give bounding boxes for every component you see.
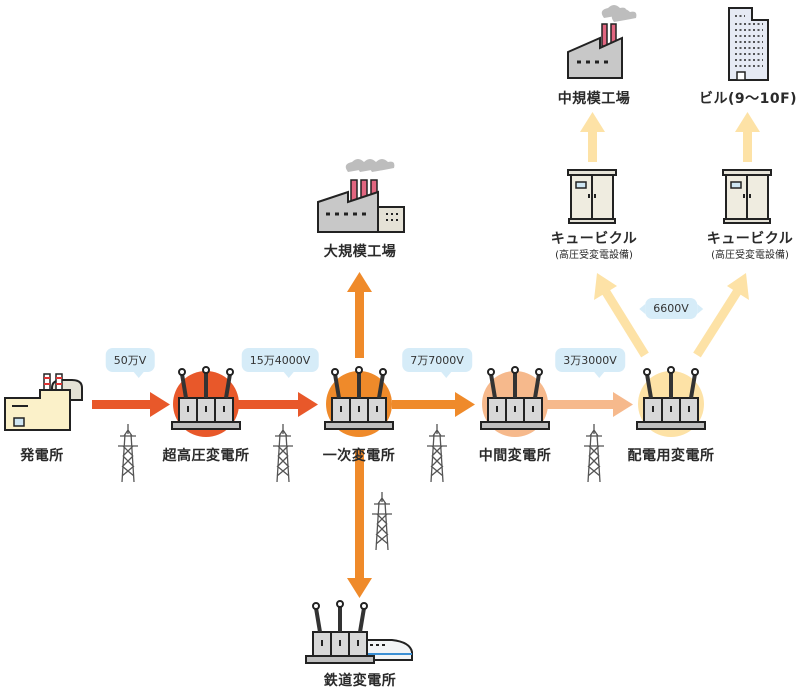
medium-factory-label: 中規模工場 [557,91,631,107]
transmission-tower-icon [272,423,294,483]
cubicle-right-label: キュービクル [706,231,794,247]
cubicle-right-icon [722,169,772,224]
building-icon [728,7,769,81]
railway-substation-label: 鉄道変電所 [323,673,397,689]
arrow-cubicle-to-medium-factory [580,112,605,162]
power-plant-icon [4,373,83,431]
distribution-substation-icon [635,365,707,437]
arrow-intermediate-to-distribution [547,392,633,417]
large-factory-icon [317,159,405,233]
transmission-tower-icon [371,491,393,551]
arrow-plant-to-ultra [92,392,170,417]
voltage-bubble-77kv: 7万7000V [402,348,472,378]
transmission-tower-icon [117,423,139,483]
arrow-primary-to-intermediate [392,392,475,417]
voltage-bubble-33kv: 3万3000V [555,348,625,378]
cubicle-left-icon [567,169,617,224]
primary-substation-label: 一次変電所 [322,448,396,464]
large-factory-label: 大規模工場 [323,244,397,260]
cubicle-right-sublabel: (高圧受変電設備) [711,250,789,261]
cubicle-left-sublabel: (高圧受変電設備) [555,250,633,261]
building-label: ビル(9～10F) [698,91,798,107]
medium-factory-icon [567,5,637,79]
ultra-high-substation-label: 超高圧変電所 [162,448,250,464]
voltage-bubble-154kv: 15万4000V [241,348,319,378]
voltage-bubble-500kv: 50万V [105,348,155,378]
cubicle-left-label: キュービクル [550,231,638,247]
transmission-tower-icon [583,423,605,483]
intermediate-substation-label: 中間変電所 [478,448,552,464]
transmission-tower-icon [426,423,448,483]
intermediate-substation-icon [479,365,551,437]
railway-substation-icon [304,599,413,665]
power-plant-label: 発電所 [20,448,64,464]
primary-substation-icon [323,365,395,437]
arrow-cubicle-to-building [735,112,760,162]
arrow-primary-to-large-factory [347,272,372,358]
distribution-substation-label: 配電用変電所 [627,448,715,464]
arrow-primary-to-railway [347,450,372,598]
arrow-ultra-to-primary [235,392,318,417]
voltage-bubble-6600v: 6600V [639,298,703,319]
ultra-high-substation-icon [170,365,242,437]
arrow-distribution-to-cubicle-left [594,273,649,358]
arrow-distribution-to-cubicle-right [693,273,749,358]
